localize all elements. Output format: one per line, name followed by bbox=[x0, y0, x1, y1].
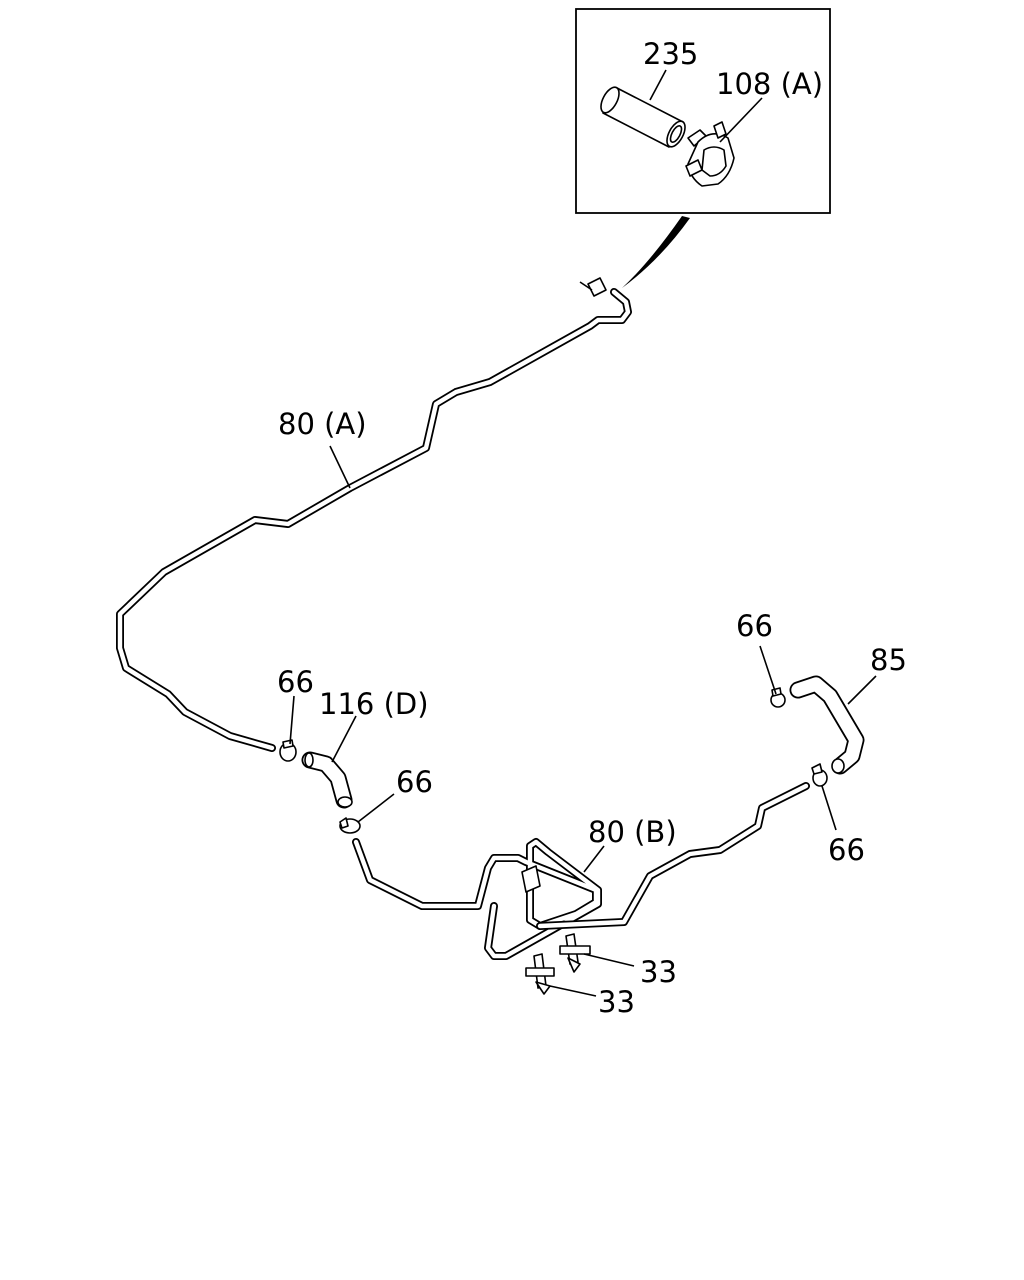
clip-33-upper-part bbox=[559, 933, 591, 973]
label-66-top-right: 66 bbox=[736, 609, 773, 643]
leader-66-top-right bbox=[759, 645, 777, 695]
clamp-66-top-right-part bbox=[770, 687, 786, 708]
leader-66-bottom-right bbox=[821, 785, 837, 831]
leader-33-upper bbox=[583, 953, 635, 967]
label-80a: 80 (A) bbox=[278, 407, 367, 441]
label-80b: 80 (B) bbox=[588, 815, 677, 849]
label-66-mid: 66 bbox=[396, 765, 433, 799]
leader-66-left bbox=[289, 695, 295, 745]
label-85: 85 bbox=[870, 643, 907, 677]
label-235: 235 bbox=[643, 37, 698, 71]
clamp-66-mid-part bbox=[339, 817, 361, 834]
pipe-80a bbox=[116, 288, 632, 752]
leader-80a bbox=[329, 445, 351, 489]
pipe-80a-connector bbox=[579, 277, 607, 297]
label-66-left: 66 bbox=[277, 665, 314, 699]
leader-66-mid bbox=[357, 793, 395, 823]
pipe-80b bbox=[352, 782, 810, 960]
label-33-upper: 33 bbox=[640, 955, 677, 989]
pipe-80b-tee bbox=[521, 865, 541, 893]
clip-108a-part bbox=[685, 121, 735, 187]
leader-116d bbox=[331, 715, 357, 763]
label-33-lower: 33 bbox=[598, 985, 635, 1019]
clip-33-lower-part bbox=[525, 953, 555, 995]
leader-108a bbox=[719, 97, 763, 143]
hose-116d bbox=[301, 751, 353, 809]
clamp-66-bottom-right-part bbox=[811, 763, 828, 787]
leader-80b bbox=[583, 845, 605, 873]
clamp-66-left-part bbox=[279, 739, 297, 762]
label-108a: 108 (A) bbox=[716, 67, 823, 101]
leader-33-lower bbox=[549, 985, 597, 997]
detail-pointer bbox=[622, 216, 690, 288]
label-116d: 116 (D) bbox=[319, 687, 429, 721]
detail-inset: 235 108 (A) bbox=[575, 8, 831, 214]
leader-85 bbox=[847, 675, 877, 705]
leader-235 bbox=[649, 69, 667, 101]
hose-85 bbox=[789, 675, 865, 775]
hose-235-part bbox=[600, 86, 686, 148]
label-66-bottom-right: 66 bbox=[828, 833, 865, 867]
